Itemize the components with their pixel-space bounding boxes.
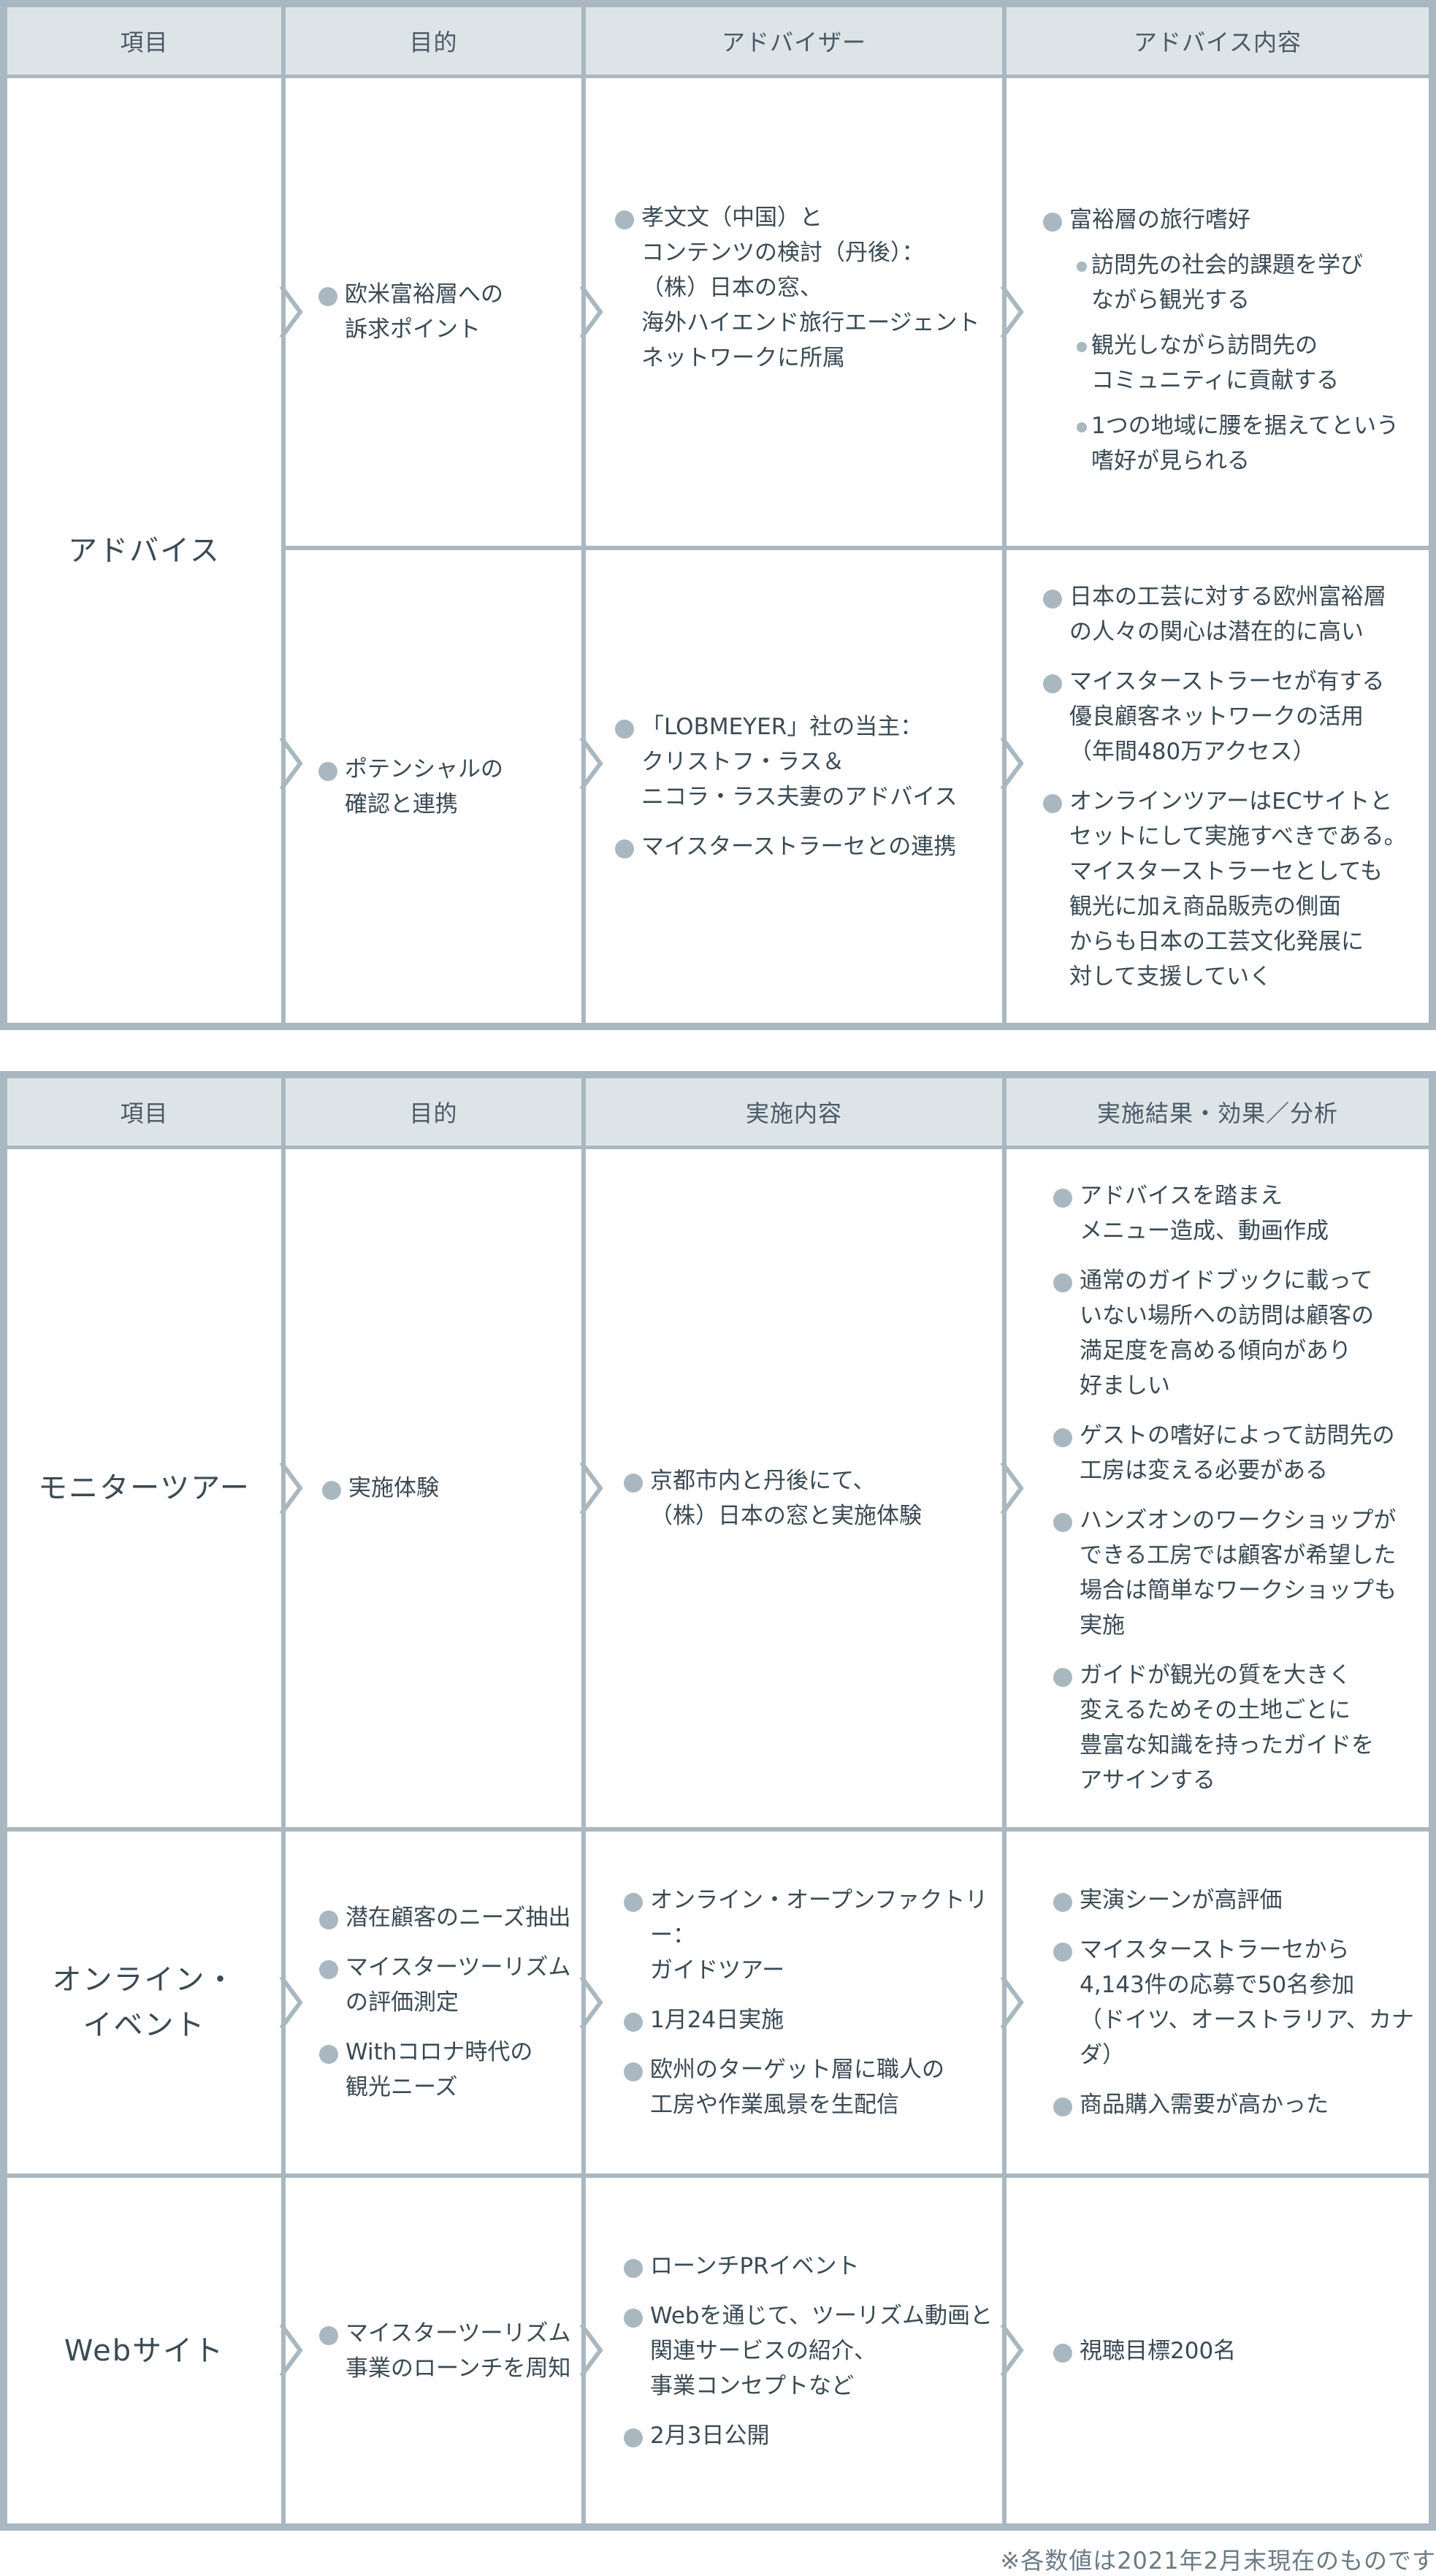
row-3-purpose: マイスターツーリズム 事業のローンチを周知 <box>286 2178 581 2523</box>
purpose-item: マイスターツーリズム 事業のローンチを周知 <box>319 2316 581 2386</box>
category-label: オンライン・ イベント <box>52 1963 237 2042</box>
header-advice-content: アドバイス内容 <box>1007 7 1429 75</box>
result-item: 視聴目標200名 <box>1053 2333 1429 2369</box>
category-label: モニターツアー <box>38 1471 251 1505</box>
category-monitor-tour: モニターツアー <box>7 1149 281 1827</box>
header-purpose: 目的 <box>286 7 581 75</box>
header-item: 項目 <box>7 7 281 75</box>
chevron-right-icon <box>579 285 603 339</box>
chevron-right-icon <box>579 2323 603 2377</box>
header-purpose: 目的 <box>286 1078 581 1146</box>
advice-sub-item: 1つの地域に腰を据えてという 嗜好が見られる <box>1069 408 1414 479</box>
result-item: 通常のガイドブックに載って いない場所への訪問は顧客の 満足度を高める傾向があり… <box>1053 1263 1429 1403</box>
purpose-item: 実施体験 <box>322 1471 581 1506</box>
row-2-content: オンライン・オープンファクトリー： ガイドツアー 1月24日実施 欧州のターゲッ… <box>586 1832 1002 2173</box>
result-item: アドバイスを踏まえ メニュー造成、動画作成 <box>1053 1178 1429 1249</box>
footnote: ※各数値は2021年2月末現在のものです <box>1000 2547 1436 2575</box>
header-item: 項目 <box>7 1078 281 1146</box>
row-1-advice: 富裕層の旅行嗜好 訪問先の社会的課題を学び ながら観光する 観光しながら訪問先の… <box>1007 78 1429 546</box>
purpose-item: マイスターツーリズム の評価測定 <box>319 1950 581 2020</box>
row-1-results: アドバイスを踏まえ メニュー造成、動画作成 通常のガイドブックに載って いない場… <box>1007 1149 1429 1827</box>
header-results: 実施結果・効果／分析 <box>1007 1078 1429 1146</box>
row-3-results: 視聴目標200名 <box>1007 2178 1429 2523</box>
advice-sub-item: 観光しながら訪問先の コミュニティに貢献する <box>1069 328 1414 398</box>
result-item: 商品購入需要が高かった <box>1053 2087 1429 2122</box>
category-label: アドバイス <box>68 533 221 568</box>
chevron-right-icon <box>279 1461 303 1515</box>
category-label: Webサイト <box>64 2333 225 2368</box>
row-2-results: 実演シーンが高評価 マイスターストラーセから 4,143件の応募で50名参加 （… <box>1007 1832 1429 2173</box>
header-implementation: 実施内容 <box>586 1078 1002 1146</box>
row-1-purpose: 欧米富裕層への 訴求ポイント <box>286 78 581 546</box>
row-1-purpose: 実施体験 <box>286 1149 581 1827</box>
purpose-item: ポテンシャルの 確認と連携 <box>318 752 581 822</box>
row-2-advisor: 「LOBMEYER」社の当主： クリストフ・ラス＆ ニコラ・ラス夫妻のアドバイス… <box>586 550 1002 1023</box>
advisor-item: マイスターストラーセとの連携 <box>615 829 1002 864</box>
advice-table: 項目 目的 アドバイザー アドバイス内容 アドバイス 欧米富裕層への 訴求ポイン… <box>0 0 1436 1030</box>
content-item: 2月3日公開 <box>624 2418 1002 2453</box>
header-advisor: アドバイザー <box>586 7 1002 75</box>
content-item: Webを通じて、ツーリズム動画と 関連サービスの紹介、 事業コンセプトなど <box>624 2298 1002 2404</box>
advice-item: オンラインツアーはECサイトと セットにして実施すべきである。 マイスターストラ… <box>1043 784 1429 994</box>
row-1-advisor: 孝文文（中国）と コンテンツの検討（丹後）： （株）日本の窓、 海外ハイエンド旅… <box>586 78 1002 546</box>
content-item: ローンチPRイベント <box>624 2249 1002 2284</box>
content-item: 1月24日実施 <box>624 2003 1002 2038</box>
chevron-right-icon <box>279 1975 303 2030</box>
chevron-right-icon <box>579 1461 603 1515</box>
result-item: ハンズオンのワークショップが できる工房では顧客が希望した 場合は簡単なワークシ… <box>1053 1503 1429 1643</box>
row-2-purpose: 潜在顧客のニーズ抽出 マイスターツーリズム の評価測定 Withコロナ時代の 観… <box>286 1832 581 2173</box>
chevron-right-icon <box>279 285 303 339</box>
advisor-item: 「LOBMEYER」社の当主： クリストフ・ラス＆ ニコラ・ラス夫妻のアドバイス <box>615 709 1002 815</box>
chevron-right-icon <box>1000 736 1024 790</box>
row-3-content: ローンチPRイベント Webを通じて、ツーリズム動画と 関連サービスの紹介、 事… <box>586 2178 1002 2523</box>
chevron-right-icon <box>579 736 603 790</box>
purpose-item: 欧米富裕層への 訴求ポイント <box>318 277 581 347</box>
row-2-advice: 日本の工芸に対する欧州富裕層 の人々の関心は潜在的に高い マイスターストラーセが… <box>1007 550 1429 1023</box>
chevron-right-icon <box>1000 2323 1024 2377</box>
implementation-table: 項目 目的 実施内容 実施結果・効果／分析 モニターツアー 実施体験 京都市内と… <box>0 1071 1436 2531</box>
advice-item: マイスターストラーセが有する 優良顧客ネットワークの活用 （年間480万アクセス… <box>1043 664 1429 769</box>
chevron-right-icon <box>279 2323 303 2377</box>
result-item: マイスターストラーセから 4,143件の応募で50名参加 （ドイツ、オーストラリ… <box>1053 1932 1429 2073</box>
chevron-right-icon <box>1000 1461 1024 1515</box>
advice-item: 日本の工芸に対する欧州富裕層 の人々の関心は潜在的に高い <box>1043 579 1429 649</box>
chevron-right-icon <box>279 736 303 790</box>
chevron-right-icon <box>579 1975 603 2030</box>
category-website: Webサイト <box>7 2178 281 2523</box>
purpose-item: Withコロナ時代の 観光ニーズ <box>319 2035 581 2105</box>
advisor-item: 孝文文（中国）と コンテンツの検討（丹後）： （株）日本の窓、 海外ハイエンド旅… <box>615 200 1002 376</box>
row-2-purpose: ポテンシャルの 確認と連携 <box>286 550 581 1023</box>
result-item: ガイドが観光の質を大きく 変えるためその土地ごとに 豊富な知識を持ったガイドを … <box>1053 1658 1429 1798</box>
result-item: 実演シーンが高評価 <box>1053 1883 1429 1918</box>
advice-main-item: 富裕層の旅行嗜好 訪問先の社会的課題を学び ながら観光する 観光しながら訪問先の… <box>1043 202 1414 479</box>
purpose-item: 潜在顧客のニーズ抽出 <box>319 1900 581 1935</box>
row-1-content: 京都市内と丹後にて、 （株）日本の窓と実施体験 <box>586 1149 1002 1827</box>
content-item: オンライン・オープンファクトリー： ガイドツアー <box>624 1883 1002 1988</box>
advice-sub-item: 訪問先の社会的課題を学び ながら観光する <box>1069 248 1414 318</box>
chevron-right-icon <box>1000 285 1024 339</box>
content-item: 京都市内と丹後にて、 （株）日本の窓と実施体験 <box>624 1463 1002 1533</box>
category-advice: アドバイス <box>7 78 281 1023</box>
category-online-event: オンライン・ イベント <box>7 1832 281 2173</box>
chevron-right-icon <box>1000 1975 1024 2030</box>
content-item: 欧州のターゲット層に職人の 工房や作業風景を生配信 <box>624 2052 1002 2122</box>
result-item: ゲストの嗜好によって訪問先の 工房は変える必要がある <box>1053 1418 1429 1488</box>
